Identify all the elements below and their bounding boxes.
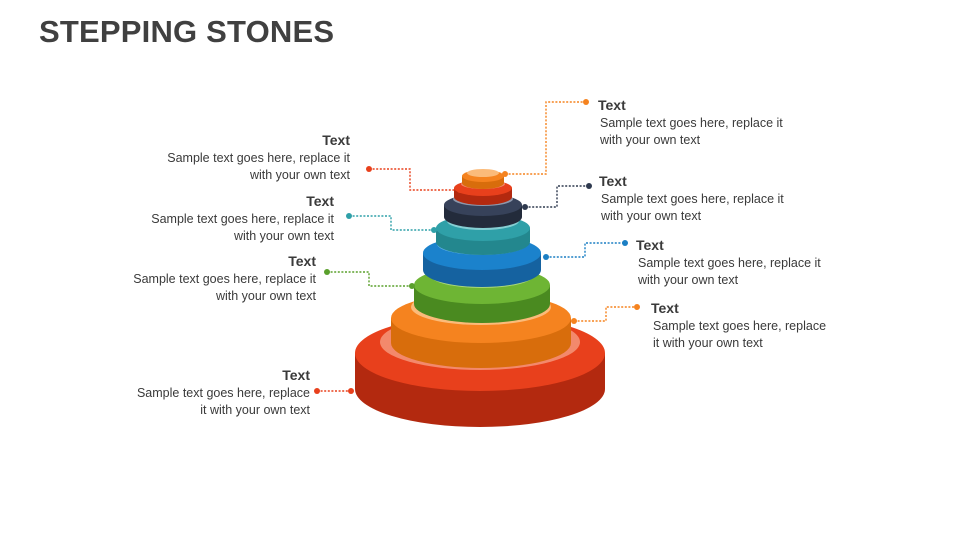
left-label-1: Text Sample text goes here, replace it w…: [110, 131, 350, 184]
right-label-4-body: Sample text goes here, replace it with y…: [653, 319, 827, 350]
left-label-2: Text Sample text goes here, replace it w…: [94, 192, 334, 245]
connector-left-3: [327, 271, 412, 287]
right-label-3-body: Sample text goes here, replace it with y…: [638, 256, 821, 287]
left-label-4: Text Sample text goes here, replace it w…: [70, 366, 310, 419]
stone-tier-8: [462, 169, 504, 189]
slide-title: STEPPING STONES: [39, 14, 335, 49]
left-label-4-heading: Text: [282, 367, 310, 383]
right-label-3: Text Sample text goes here, replace it w…: [636, 236, 836, 289]
right-label-1-heading: Text: [598, 97, 626, 113]
left-label-3-body: Sample text goes here, replace it with y…: [133, 272, 316, 303]
connector-right-2: [525, 185, 589, 208]
left-label-3-heading: Text: [288, 253, 316, 269]
left-label-2-body: Sample text goes here, replace it with y…: [151, 212, 334, 243]
left-label-2-heading: Text: [306, 193, 334, 209]
left-label-1-body: Sample text goes here, replace it with y…: [167, 151, 350, 182]
right-label-2-body: Sample text goes here, replace it with y…: [601, 192, 784, 223]
connector-left-2: [349, 215, 434, 231]
connector-right-1: [505, 101, 586, 175]
left-label-4-body: Sample text goes here, replace it with y…: [136, 386, 310, 417]
right-label-1-body: Sample text goes here, replace it with y…: [600, 116, 783, 147]
connector-right-3: [546, 242, 625, 258]
left-label-3: Text Sample text goes here, replace it w…: [76, 252, 316, 305]
right-label-2-heading: Text: [599, 173, 627, 189]
right-label-2: Text Sample text goes here, replace it w…: [599, 172, 799, 225]
connector-left-1: [369, 168, 460, 191]
left-label-1-heading: Text: [322, 132, 350, 148]
right-label-4-heading: Text: [651, 300, 679, 316]
right-label-4: Text Sample text goes here, replace it w…: [651, 299, 831, 352]
right-label-1: Text Sample text goes here, replace it w…: [598, 96, 798, 149]
right-label-3-heading: Text: [636, 237, 664, 253]
connector-right-4: [574, 306, 637, 322]
